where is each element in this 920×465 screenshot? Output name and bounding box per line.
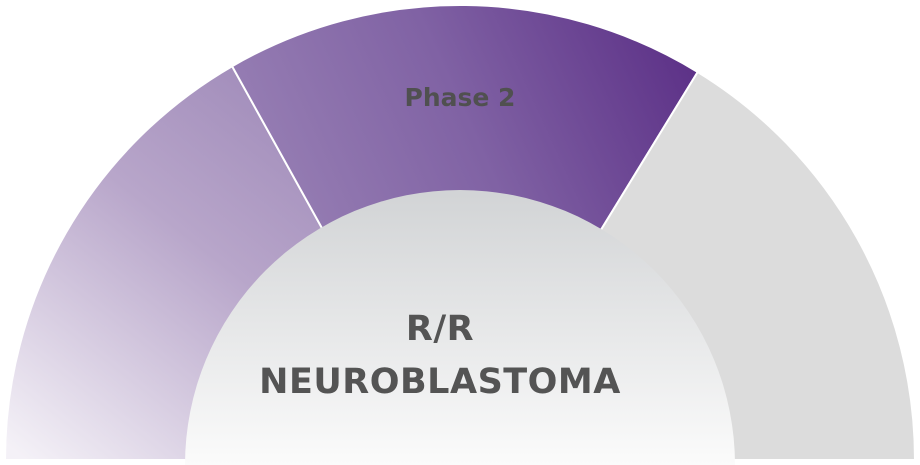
center-hub (185, 190, 735, 465)
center-title-line-2: NEUROBLASTOMA (259, 362, 621, 402)
phase-2-label: Phase 2 (405, 83, 516, 112)
center-title-line-1: R/R (406, 309, 474, 349)
